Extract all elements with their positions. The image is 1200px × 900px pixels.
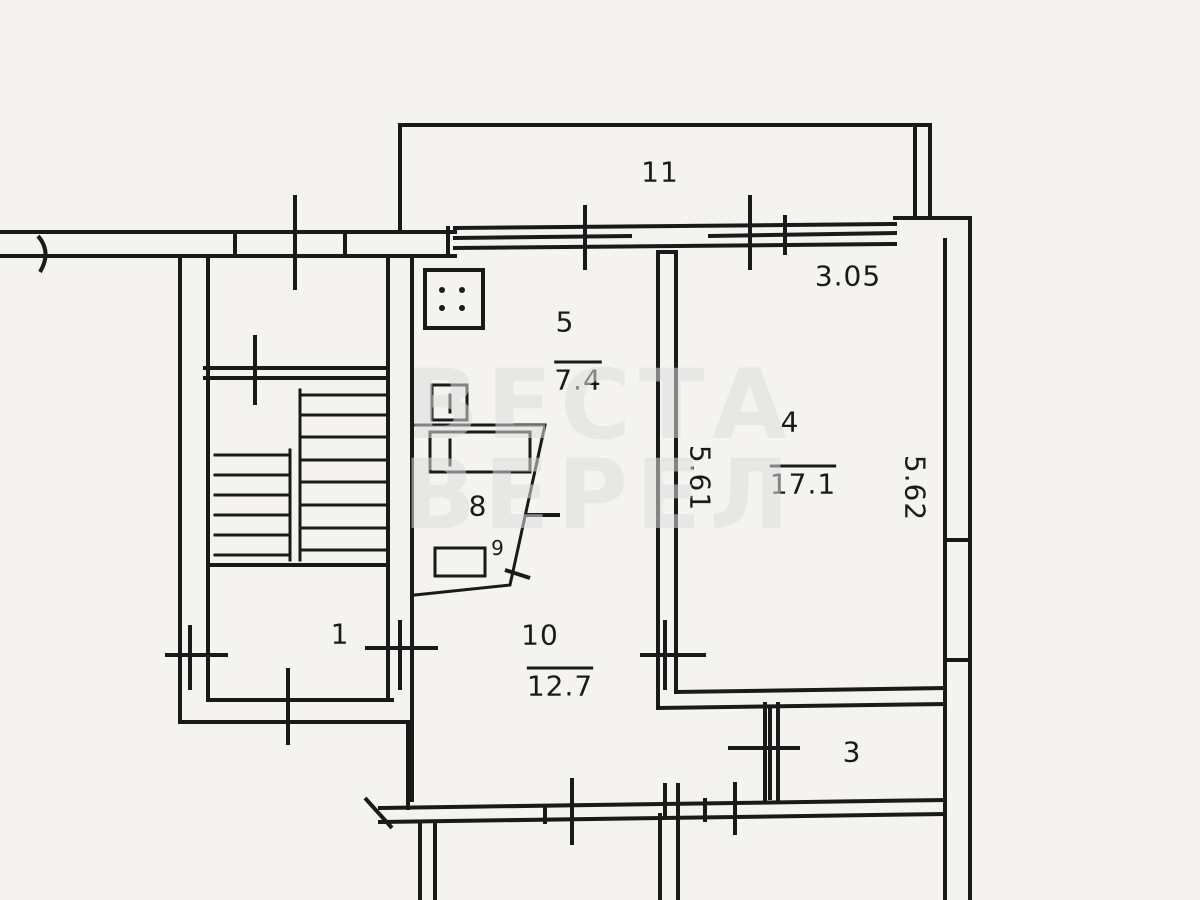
right-wall-outer: [893, 216, 972, 900]
top-wall-inner-right: [452, 241, 898, 251]
watermark-line-2: ВЕРЕЛ: [402, 439, 798, 551]
dimension-right: 5.62: [898, 454, 932, 522]
room-9-label: 9: [491, 536, 505, 560]
room-10-label: 10: [521, 618, 559, 652]
bottom-wall-outer: [377, 797, 948, 811]
walls: [0, 123, 972, 900]
room-8-label: 8: [468, 489, 488, 523]
door-arc: [36, 234, 48, 274]
room-1-label: 1: [330, 617, 350, 651]
stairs: [213, 388, 390, 562]
window-line-2: [707, 230, 898, 239]
stove: [423, 268, 485, 330]
room-10-area: 12.7: [526, 669, 594, 703]
dimension-top: 3.05: [814, 259, 882, 293]
toilet: [433, 546, 487, 578]
room-5-area: 7.4: [554, 363, 602, 397]
room-11-label: 11: [641, 155, 679, 189]
room-3-label: 3: [842, 735, 862, 769]
room-4-area: 17.1: [769, 467, 837, 501]
bathtub: [428, 430, 532, 474]
watermark: ВЕСТА ВЕРЕЛ: [402, 349, 798, 551]
top-wall-outer-right: [452, 221, 898, 231]
window-line-1: [452, 233, 633, 241]
sink: [430, 383, 469, 422]
room-4-label: 4: [780, 405, 800, 439]
dimension-ticks: [165, 195, 800, 845]
watermark-line-1: ВЕСТА: [405, 349, 795, 461]
bottom-wall-inner: [377, 811, 948, 825]
bathroom-wall: [413, 423, 547, 597]
room-5-label: 5: [555, 305, 575, 339]
balcony-outline: [398, 123, 932, 232]
